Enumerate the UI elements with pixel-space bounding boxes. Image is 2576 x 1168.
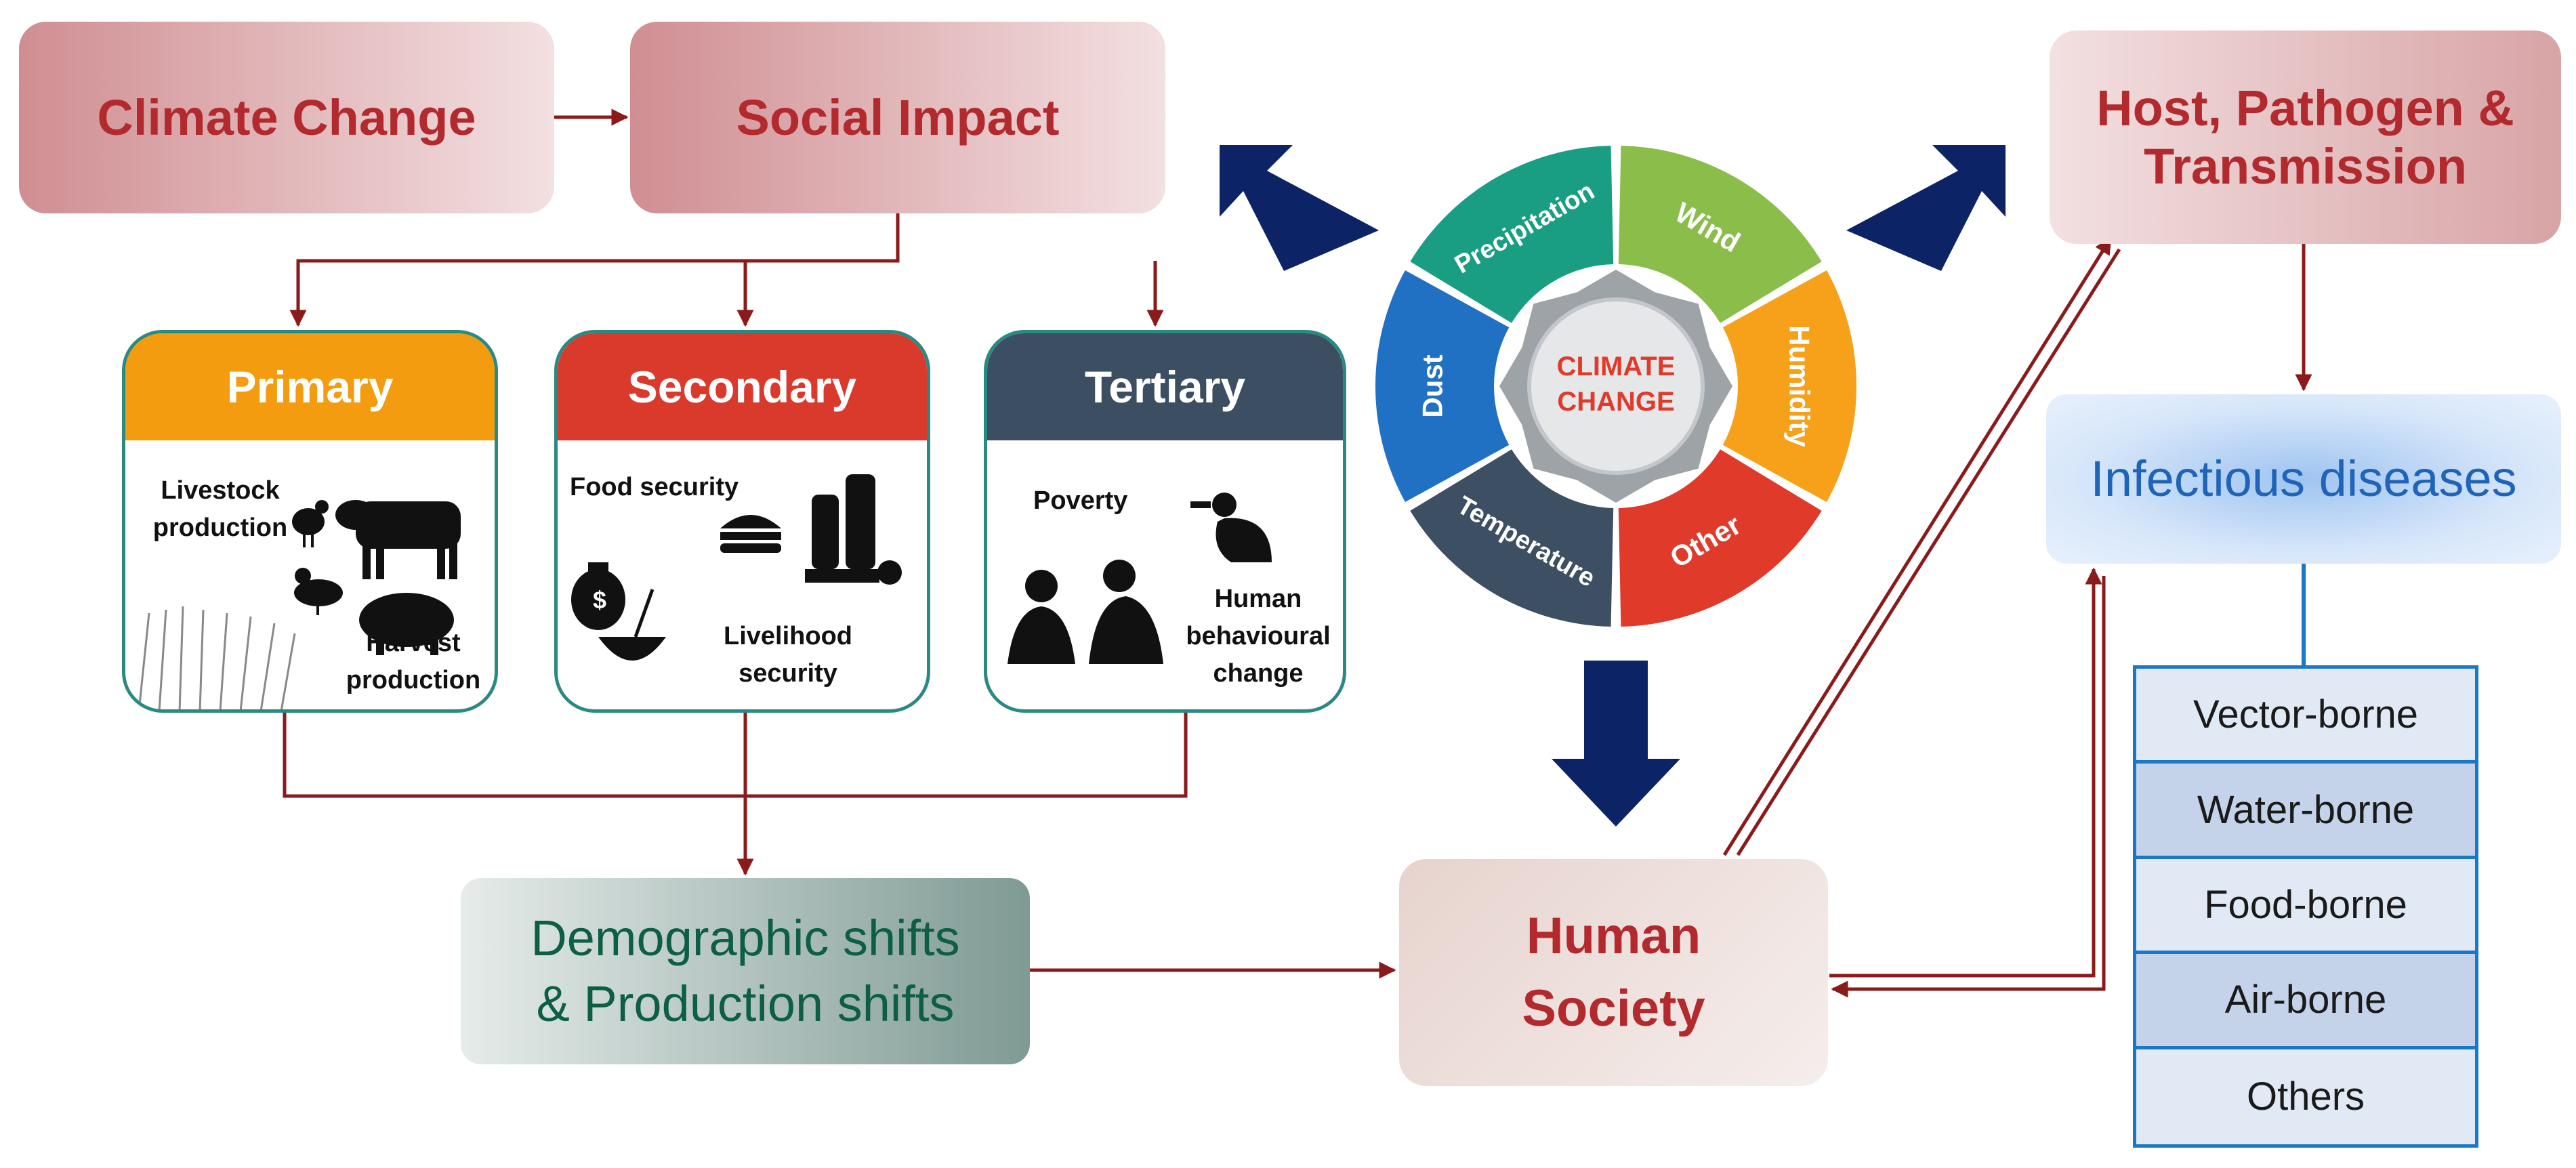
climate-wheel: WindHumidityOtherTemperatureDustPrecipit…: [1375, 146, 1856, 627]
type-air-borne: Air-borne: [2136, 954, 2475, 1049]
wheel-center-label: CLIMATE CHANGE: [1556, 352, 1676, 417]
people-icons: [1007, 493, 1272, 664]
duck-icon: [294, 568, 343, 615]
money-bag-icon: [571, 562, 625, 630]
wheel-label-dust: Dust: [1417, 354, 1449, 417]
connectors: [283, 108, 2312, 998]
big-arrows: [1220, 145, 2006, 827]
demographic-shifts-box: Demographic shifts & Production shifts: [461, 878, 1030, 1064]
bottles-icon: [805, 474, 902, 585]
secondary-impact-card: Secondary Food security Livelihood secur…: [554, 330, 930, 713]
wheel-segment-humidity: [1722, 270, 1856, 503]
demographic-line-2: & Production shifts: [536, 975, 955, 1032]
big-arrow-upright: [1846, 145, 2006, 271]
arrow-infectious-to-human-a: [1829, 567, 2102, 978]
wheel-segment-other: [1618, 449, 1822, 627]
human-society-line-1: Human: [1526, 907, 1701, 965]
food-icons: $: [571, 474, 902, 661]
wheel-segment-dust: [1375, 270, 1510, 503]
wheel-label-humidity: Humidity: [1783, 325, 1815, 447]
dollar-sign: $: [593, 586, 606, 614]
person-left-icon: [1007, 570, 1075, 664]
type-water-borne: Water-borne: [2136, 764, 2475, 859]
livestock-label: Livestock production: [152, 476, 288, 543]
collector-line: [283, 713, 1188, 798]
wheel-segment-precipitation: [1410, 146, 1614, 323]
person-right-icon: [1089, 560, 1163, 664]
food-security-label: Food security: [570, 473, 739, 501]
wheel-segment-wind: [1618, 146, 1822, 323]
big-arrow-down: [1552, 661, 1680, 827]
chicken-icon: [292, 500, 329, 547]
arrow-infectious-to-human-b: [1831, 576, 2106, 998]
human-society-line-2: Society: [1522, 979, 1705, 1037]
type-vector-borne: Vector-borne: [2136, 669, 2475, 764]
social-impact-box: Social Impact: [630, 22, 1165, 213]
arrow-human-to-host-b: [1736, 248, 2121, 856]
primary-impact-card: Primary Livestock production Harvest pro…: [122, 330, 498, 713]
tertiary-impact-card: Tertiary Poverty Human behavioural chang…: [984, 330, 1346, 713]
livestock-icons: [138, 500, 461, 709]
behaviour-change-label: Human behavioural change: [1186, 585, 1331, 688]
gear-icon: [1499, 270, 1732, 503]
disease-types-table: Vector-borne Water-borne Food-borne Air-…: [2133, 665, 2478, 1148]
host-pathogen-transmission-box: Host, Pathogen & Transmission: [2050, 30, 2561, 244]
secondary-title: Secondary: [558, 333, 927, 440]
wheel-segment-temperature: [1410, 449, 1614, 627]
social-branch: [289, 213, 900, 327]
human-society-box: Human Society: [1399, 859, 1828, 1086]
grain-bowl-icon: [598, 589, 666, 661]
type-food-borne: Food-borne: [2136, 858, 2475, 955]
pig-icon: [359, 593, 454, 655]
primary-title: Primary: [125, 333, 495, 440]
type-others: Others: [2136, 1049, 2475, 1144]
cow-icon: [335, 500, 461, 579]
tertiary-title: Tertiary: [987, 333, 1343, 440]
beggar-icon: [1190, 493, 1272, 562]
burger-icon: [720, 515, 781, 553]
climate-change-box: Climate Change: [19, 22, 554, 213]
big-arrow-upleft: [1220, 145, 1379, 271]
infectious-diseases-box: Infectious diseases: [2046, 394, 2561, 564]
wheat-icon: [138, 606, 296, 709]
demographic-line-1: Demographic shifts: [531, 910, 960, 967]
arrow-human-to-host-a: [1722, 236, 2113, 856]
poverty-label: Poverty: [1033, 486, 1128, 515]
livelihood-security-label: Livelihood security: [724, 622, 852, 688]
